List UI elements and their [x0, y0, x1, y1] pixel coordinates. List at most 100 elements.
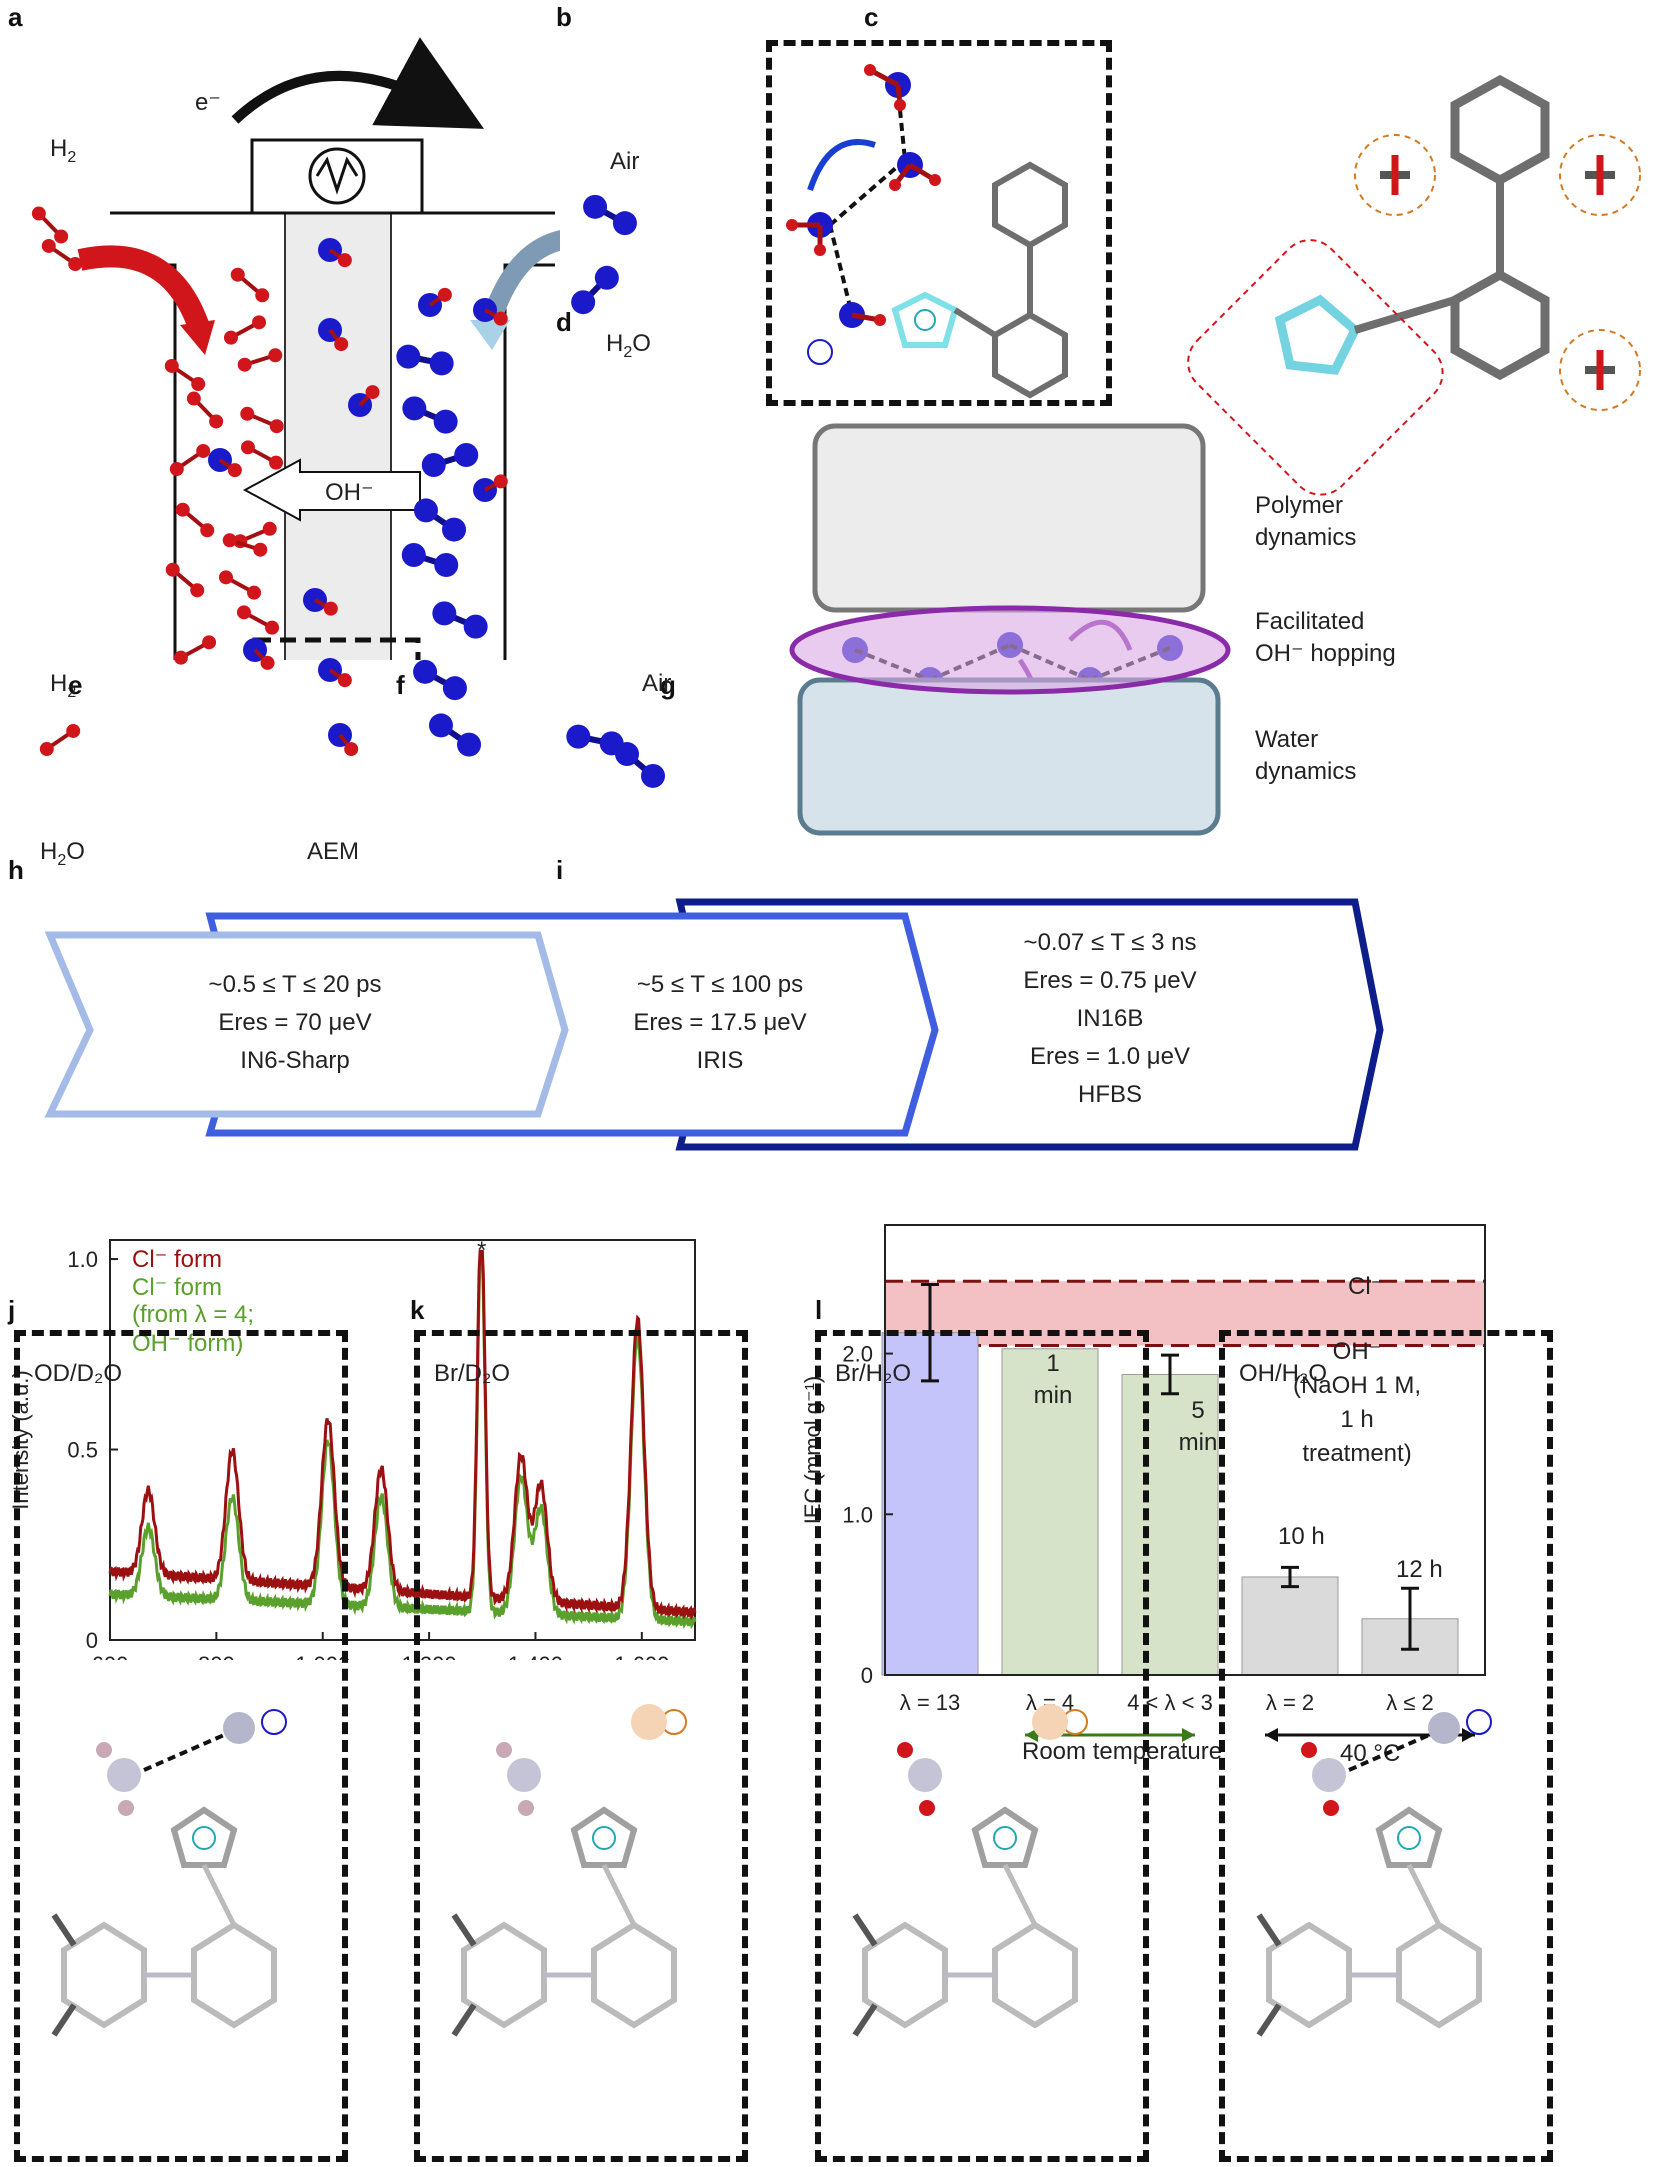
air-top-label: Air — [610, 148, 640, 175]
methyl-bond — [51, 1913, 77, 1947]
hydrogen-bond — [828, 158, 907, 227]
air-bottom-label: Air — [642, 670, 672, 697]
o-atom — [583, 194, 608, 219]
h2o-left-label: H2O — [40, 838, 85, 869]
h-atom — [186, 391, 201, 406]
peak-star: * — [477, 1237, 487, 1264]
panel-label-e: e — [68, 670, 83, 700]
positive-charge-icon — [1397, 1826, 1421, 1850]
water-hydrogen — [518, 1800, 534, 1816]
h-atom — [240, 440, 255, 455]
h-atom — [269, 419, 284, 434]
ring — [891, 291, 959, 348]
positive-charge-icon — [914, 309, 936, 331]
panel-label-j: j — [8, 1295, 16, 1325]
proton-hop-arrow — [807, 139, 876, 191]
h-atom — [31, 206, 46, 221]
h-atom — [200, 523, 215, 538]
linker-bond — [1406, 1863, 1442, 1927]
legend-cl-form: Cl⁻ form — [132, 1246, 222, 1273]
arrow-head — [1182, 1728, 1195, 1742]
bromide-ion — [631, 1704, 667, 1740]
linker-bond — [201, 1863, 237, 1927]
h2-bottom-label: H2 — [50, 670, 77, 701]
water-h — [493, 474, 508, 489]
ring — [1274, 294, 1361, 375]
methyl-bond — [451, 2003, 477, 2037]
x-tick-label: 800 — [198, 1652, 235, 1660]
h-atom — [190, 583, 205, 598]
water-h — [365, 385, 380, 400]
electron-label: e⁻ — [195, 89, 222, 116]
h-atom — [41, 238, 56, 253]
positive-charge-icon — [192, 1826, 216, 1850]
o-atom — [614, 742, 639, 767]
h-atom — [66, 723, 81, 738]
water-h — [344, 742, 359, 757]
hydroxide-ion — [223, 1712, 255, 1744]
panel-label-c: c — [864, 2, 879, 32]
panel-k-frame — [414, 1330, 748, 2162]
h-atom — [237, 357, 252, 372]
panel-label-k: k — [410, 1295, 425, 1325]
y-tick-label: 2.0 — [842, 1342, 873, 1367]
oh-arrow-label: OH⁻ — [325, 479, 374, 506]
water-hydrogen — [96, 1742, 112, 1758]
o-atom — [413, 659, 438, 684]
raman-series-2 — [108, 1249, 697, 1630]
h-atom — [175, 502, 190, 517]
ring — [1450, 74, 1550, 186]
water-oxygen — [908, 1758, 942, 1792]
h-atom — [165, 562, 180, 577]
category-label: λ = 2 — [1266, 1690, 1314, 1715]
iec-bar — [1001, 1348, 1099, 1676]
water-hydrogen — [919, 1800, 935, 1816]
plot-frame — [109, 1239, 696, 1641]
o-atom — [463, 614, 488, 639]
o-atom — [612, 211, 637, 236]
o-atom — [442, 676, 467, 701]
iec-bar — [881, 1332, 979, 1676]
x-tick-label: 1,400 — [508, 1652, 563, 1660]
methyl-bond — [451, 1913, 477, 1947]
methyl-bond — [852, 1913, 878, 1947]
h-atom — [202, 635, 217, 650]
hydrogen-atom — [929, 174, 941, 186]
category-label: λ ≤ 2 — [1386, 1690, 1434, 1715]
water-hydrogen — [897, 1742, 913, 1758]
water-oxygen — [1312, 1758, 1346, 1792]
panel-d-diagram — [789, 134, 1641, 836]
hydrogen-atom — [864, 64, 876, 76]
h-atom — [265, 620, 280, 635]
h-atom — [164, 358, 179, 373]
y-tick-label: 0 — [861, 1663, 873, 1688]
positive-charge-icon — [993, 1826, 1017, 1850]
arrow-head — [1462, 1728, 1475, 1742]
hydrogen-atom — [874, 314, 886, 326]
benzene-ring — [191, 1921, 277, 2029]
o-atom — [421, 453, 446, 478]
hydrogen-bond — [828, 224, 854, 316]
x-tick-label: 1,000 — [295, 1652, 350, 1660]
imidazolium-ring — [1375, 1806, 1443, 1868]
water-oxygen — [507, 1758, 541, 1792]
x-tick-label: 1,200 — [402, 1652, 457, 1660]
o-atom — [457, 732, 482, 757]
h-atom — [268, 348, 283, 363]
panel-k-title: Br/D₂O — [434, 1360, 510, 1387]
h-atom — [253, 542, 268, 557]
o-atom — [433, 409, 458, 434]
hydrogen-atom — [889, 179, 901, 191]
panel-l-frame — [815, 1330, 1149, 2162]
aem-label: AEM — [307, 838, 360, 865]
y-tick-label: 0 — [86, 1628, 98, 1653]
o-atom — [429, 351, 454, 376]
linker-bond — [953, 307, 997, 338]
hydrogen-bond — [143, 1733, 225, 1772]
o-atom — [402, 396, 427, 421]
water-oxygen — [107, 1758, 141, 1792]
raman-series-1 — [108, 1249, 697, 1621]
